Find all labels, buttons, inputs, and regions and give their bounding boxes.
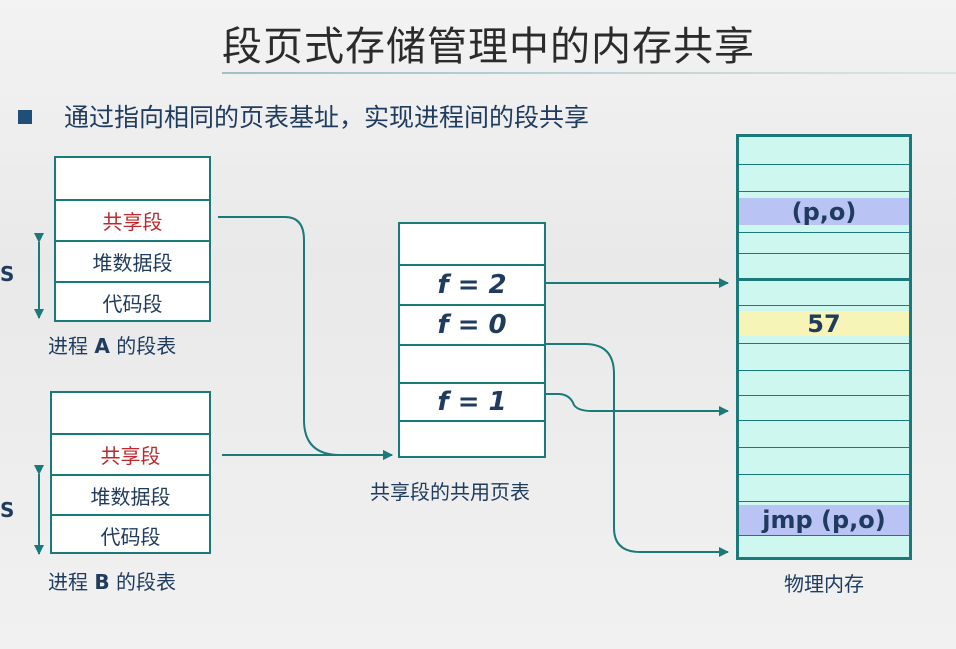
process-a-label-prefix: 进程 <box>48 334 88 358</box>
arrow-f0-to-memory <box>546 343 729 557</box>
page-table-row-f2: f = 2 <box>400 264 544 304</box>
memory-cell-jmp: jmp (p,o) <box>739 505 909 535</box>
process-b-label-name: B <box>94 570 110 594</box>
process-b-row-heap: 堆数据段 <box>52 474 209 514</box>
memory-cell-po: (p,o) <box>739 198 909 226</box>
process-b-row-shared: 共享段 <box>52 433 209 474</box>
process-b-label-prefix: 进程 <box>48 570 88 594</box>
memory-cell-57: 57 <box>739 310 909 338</box>
bullet-text: 通过指向相同的页表基址，实现进程间的段共享 <box>64 103 590 132</box>
process-a-label: 进程 A 的段表 <box>48 330 176 359</box>
arrow-f1-to-memory <box>546 393 729 416</box>
process-b-row-code: 代码段 <box>52 514 209 554</box>
process-b-segment-table: 共享段 堆数据段 代码段 <box>50 391 211 554</box>
process-a-row-heap: 堆数据段 <box>56 240 209 281</box>
process-a-s-label: S <box>0 262 15 286</box>
page-table-row-5 <box>400 420 544 456</box>
process-b-s-label: S <box>0 498 15 522</box>
process-b-label: 进程 B 的段表 <box>48 566 176 595</box>
page-table-row-f0: f = 0 <box>400 304 544 344</box>
title-underline <box>222 72 956 74</box>
arrow-a-to-page-table <box>218 216 393 460</box>
process-a-segment-table: 共享段 堆数据段 代码段 <box>54 156 211 322</box>
page-table-label: 共享段的共用页表 <box>370 480 530 504</box>
memory-label: 物理内存 <box>784 572 864 596</box>
page-table-row-3 <box>400 344 544 382</box>
process-a-row-shared: 共享段 <box>56 199 209 240</box>
shared-page-table: f = 2 f = 0 f = 1 <box>398 222 546 458</box>
process-a-row-code: 代码段 <box>56 281 209 322</box>
process-a-label-name: A <box>94 334 110 358</box>
bullet-square-icon <box>18 110 32 124</box>
slide-title: 段页式存储管理中的内存共享 <box>222 24 755 70</box>
physical-memory: (p,o) 57 jmp (p,o) <box>736 134 912 560</box>
process-b-label-suffix: 的段表 <box>115 570 176 594</box>
page-table-row-f1: f = 1 <box>400 382 544 420</box>
process-a-label-suffix: 的段表 <box>116 334 177 358</box>
